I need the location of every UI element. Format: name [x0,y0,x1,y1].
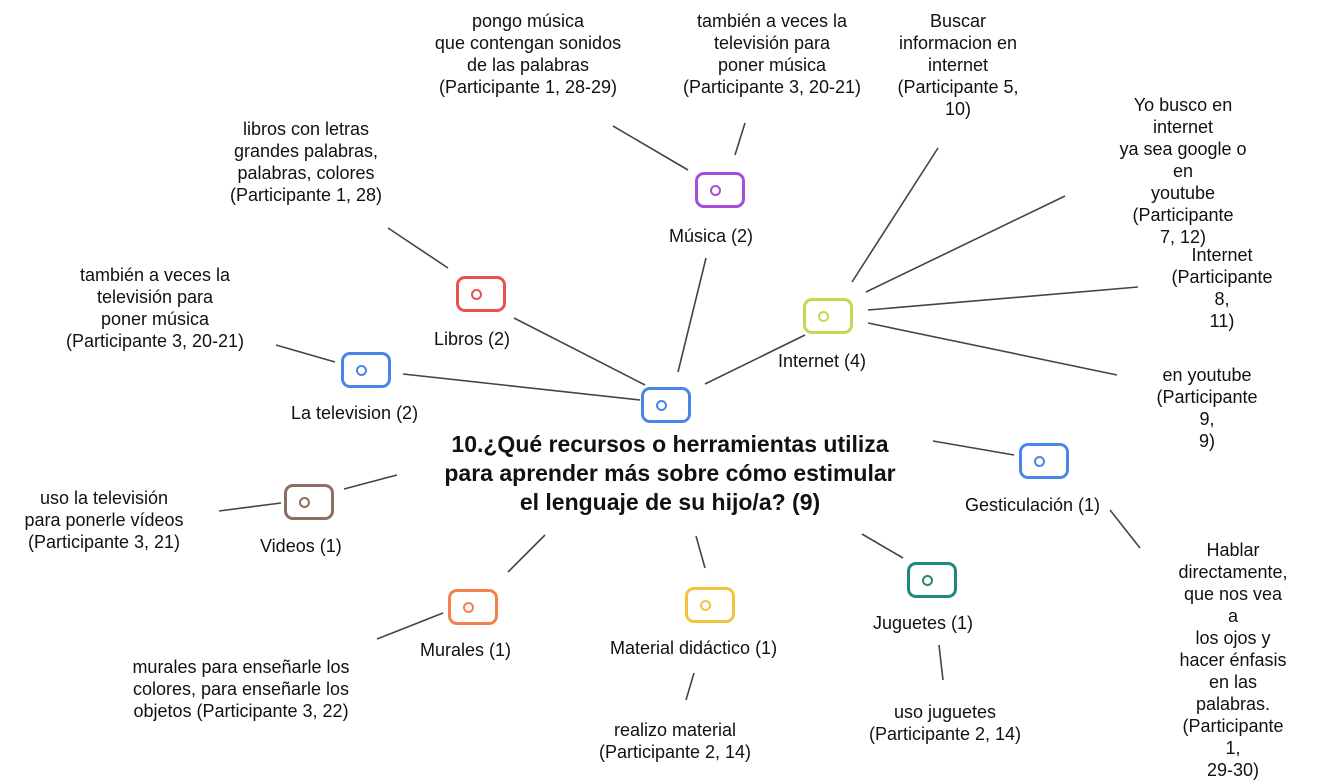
connector-line [275,344,336,363]
quote-internet-3: Internet (Participante 8, 11) [1171,245,1273,331]
connector-line [376,612,444,640]
connector-line [867,322,1118,376]
material-label: Material didáctico (1) [610,638,778,658]
connector-line [612,125,689,171]
quote-internet-4: en youtube (Participante 9, 9) [1156,365,1258,451]
connector-line [932,440,1015,456]
quote-internet-1: Buscar informacion en internet (Particip… [897,11,1019,119]
quote-television-1: también a veces la televisión para poner… [65,265,245,351]
juguetes-label: Juguetes (1) [873,613,974,633]
connector-line [513,317,646,386]
libros-node-icon [456,276,506,312]
material-node-icon [685,587,735,623]
quote-murales-1: murales para enseñarle los colores, para… [132,657,350,721]
connector-line [704,334,806,385]
connector-line [387,227,449,269]
connector-line [218,502,282,512]
murales-node-icon [448,589,498,625]
connector-line [938,644,944,681]
gesticulacion-node-icon [1019,443,1069,479]
connector-line [343,474,398,490]
quote-gesticulacion-1: Hablar directamente, que nos vea a los o… [1178,540,1288,780]
television-node-icon [341,352,391,388]
quote-libros-1: libros con letras grandes palabras, pala… [229,119,383,205]
connector-line [851,147,939,283]
connector-line [867,286,1139,311]
connector-line [734,122,746,156]
connector-line [865,195,1066,293]
internet-node-icon [803,298,853,334]
videos-label: Videos (1) [260,536,342,556]
musica-label: Música (2) [669,226,754,246]
videos-node-icon [284,484,334,520]
gesticulacion-label: Gesticulación (1) [965,495,1101,515]
libros-label: Libros (2) [434,329,511,349]
quote-material-1: realizo material (Participante 2, 14) [598,720,752,762]
connector-line [685,672,695,701]
murales-label: Murales (1) [420,640,512,660]
quote-internet-2: Yo busco en internet ya sea google o en … [1119,95,1247,247]
connector-line [507,534,546,573]
connector-line [1109,509,1141,549]
connector-line [695,535,706,569]
connector-line [677,257,707,373]
quote-musica-1: pongo música que contengan sonidos de la… [434,11,622,97]
central-node-icon [641,387,691,423]
internet-label: Internet (4) [778,351,867,371]
quote-juguetes-1: uso juguetes (Participante 2, 14) [868,702,1022,744]
television-label: La television (2) [291,403,419,423]
quote-videos-1: uso la televisión para ponerle vídeos (P… [24,488,184,552]
central-question-title: 10.¿Qué recursos o herramientas utiliza … [444,431,896,515]
connector-line [861,533,904,559]
connector-line [402,373,641,401]
musica-node-icon [695,172,745,208]
quote-musica-2: también a veces la televisión para poner… [682,11,862,97]
juguetes-node-icon [907,562,957,598]
